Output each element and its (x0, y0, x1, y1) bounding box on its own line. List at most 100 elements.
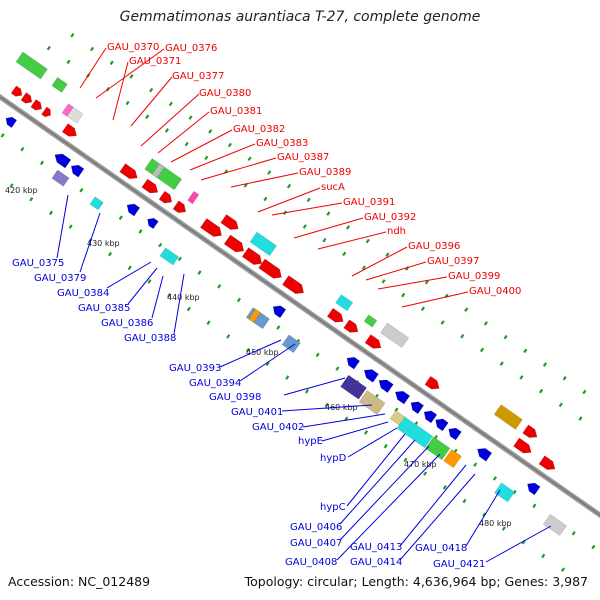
gene-arrow (241, 247, 263, 265)
tick-mark (168, 101, 173, 107)
gene-label: GAU_0387 (277, 152, 329, 163)
gene-block (425, 436, 451, 461)
gene-label: GAU_0406 (290, 522, 342, 533)
tick-mark (167, 292, 172, 298)
tick-mark (177, 256, 182, 262)
genome-backbone (0, 93, 600, 519)
tick-mark (302, 224, 307, 229)
tick-mark (304, 389, 310, 394)
gene-arrow (70, 164, 85, 178)
tick-mark (109, 60, 114, 65)
gene-arrow (10, 85, 23, 97)
tick-mark (324, 402, 329, 408)
gene-arrow (172, 200, 187, 214)
tick-mark (186, 306, 191, 312)
gene-label: ndh (387, 226, 406, 237)
gene-arrow (41, 106, 51, 118)
tick-mark (236, 297, 241, 303)
tick-mark (138, 229, 143, 234)
tick-mark (0, 133, 5, 138)
tick-mark (129, 74, 134, 79)
gene-arrow (424, 375, 440, 390)
gene-label: GAU_0421 (433, 559, 485, 570)
tick-mark (247, 156, 252, 162)
tick-mark (532, 503, 537, 509)
tick-mark (66, 59, 71, 65)
tick-mark (591, 544, 596, 550)
tick-mark (492, 476, 497, 481)
gene-label: GAU_0376 (165, 43, 217, 54)
scale-label: 420 kbp (5, 186, 38, 195)
gene-arrow (5, 116, 18, 128)
gene-label: GAU_0408 (285, 557, 337, 568)
tick-mark (227, 142, 232, 148)
tick-mark (503, 334, 508, 340)
gene-label: GAU_0385 (78, 303, 130, 314)
tick-mark (188, 115, 193, 120)
gene-block (15, 51, 48, 80)
tick-mark (346, 225, 351, 230)
gene-arrow (200, 218, 222, 237)
gene-label: GAU_0382 (233, 124, 285, 135)
tick-mark (285, 375, 290, 380)
tick-mark (164, 128, 169, 133)
tick-mark (326, 211, 331, 216)
gene-arrow (119, 163, 138, 179)
tick-mark (420, 306, 425, 312)
gene-arrow (20, 92, 33, 104)
gene-features (5, 51, 567, 537)
gene-label: GAU_0384 (57, 288, 109, 299)
tick-mark (501, 526, 506, 531)
tick-mark (147, 279, 152, 284)
tick-mark (440, 320, 445, 325)
tick-mark (401, 292, 406, 298)
bottom-labels: GAU_0375 GAU_0379 GAU_0384 GAU_0385 GAU_… (12, 258, 485, 570)
gene-label: hypD (320, 453, 347, 464)
tick-mark (571, 530, 576, 536)
tick-mark (464, 307, 469, 312)
tick-mark (46, 45, 51, 51)
tick-mark (460, 333, 465, 339)
tick-mark (523, 348, 528, 354)
tick-mark (267, 170, 272, 175)
gene-label: GAU_0379 (34, 273, 86, 284)
tick-mark (582, 389, 587, 395)
tick-mark (29, 196, 34, 202)
tick-mark (149, 87, 154, 93)
tick-mark (276, 325, 281, 330)
gene-arrow (448, 427, 462, 441)
gene-block (249, 231, 277, 257)
gene-label: GAU_0391 (343, 197, 395, 208)
gene-arrow (223, 234, 245, 253)
gene-block (51, 77, 68, 93)
gene-label: GAU_0370 (107, 42, 159, 53)
gene-arrow (282, 275, 304, 295)
tick-mark (158, 242, 163, 248)
gene-block (443, 449, 462, 469)
bottom-label-leaders (56, 194, 552, 563)
scale-label: 470 kbp (404, 460, 437, 469)
gene-arrow (527, 482, 541, 496)
gene-arrow (158, 190, 173, 204)
tick-mark (539, 388, 544, 394)
gene-label: GAU_0397 (427, 256, 479, 267)
gene-block (494, 482, 515, 503)
scale-label: 450 kbp (246, 348, 279, 357)
tick-mark (381, 279, 386, 284)
gene-arrow (326, 307, 344, 323)
gene-block (187, 190, 200, 205)
tick-mark (197, 270, 202, 275)
tick-mark (39, 160, 45, 166)
tick-mark (127, 265, 132, 271)
gene-arrow (346, 356, 361, 370)
gene-block (335, 294, 354, 312)
gene-block (245, 307, 270, 330)
tick-mark (365, 238, 370, 244)
tick-mark (204, 155, 209, 161)
gene-block (493, 404, 523, 430)
gene-label: GAU_0402 (252, 422, 304, 433)
gene-label: GAU_0389 (299, 167, 351, 178)
gene-label: GAU_0388 (124, 333, 176, 344)
